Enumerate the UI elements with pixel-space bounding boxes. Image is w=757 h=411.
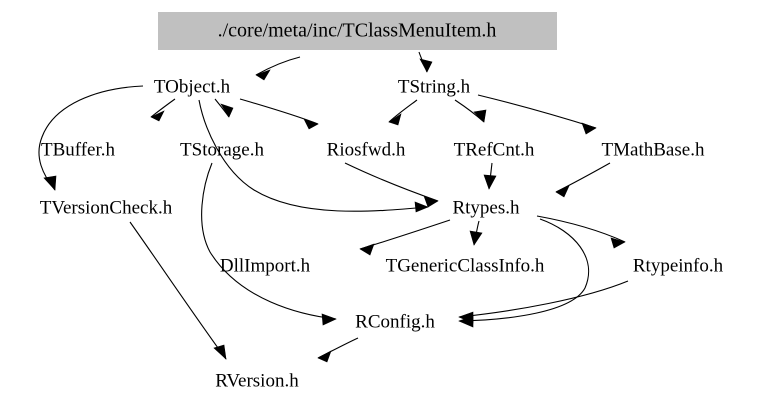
edge-rtypes-to-dllimport	[359, 219, 451, 256]
arrowhead-icon	[423, 195, 439, 208]
arrowhead-icon	[473, 109, 487, 123]
arrowhead-icon	[469, 230, 483, 246]
arrowhead-icon	[255, 69, 271, 81]
edge-tobject-to-rtypes	[198, 99, 429, 213]
edge-line	[255, 56, 301, 76]
node-label: Rtypes.h	[452, 197, 520, 218]
arrowhead-icon	[303, 118, 319, 130]
node-tclassmenuitem[interactable]: ./core/meta/inc/TClassMenuItem.h	[158, 12, 557, 50]
edge-tstring-to-trefcnt	[454, 99, 487, 123]
edge-trefcnt-to-rtypes	[483, 162, 497, 190]
nodes-layer: ./core/meta/inc/TClassMenuItem.hTObject.…	[40, 12, 724, 391]
node-label: Riosfwd.h	[327, 139, 406, 160]
arrowhead-icon	[581, 122, 597, 135]
edge-tstring-to-riosfwd	[388, 99, 418, 126]
edge-line	[150, 98, 176, 118]
edge-line	[536, 215, 626, 243]
node-riosfwd[interactable]: Riosfwd.h	[327, 139, 406, 160]
arrowhead-icon	[419, 58, 433, 73]
edge-tobject-to-tversioncheck	[38, 85, 144, 191]
arrowhead-icon	[483, 174, 497, 190]
node-label: TVersionCheck.h	[40, 197, 173, 218]
node-label: RVersion.h	[215, 370, 299, 391]
edge-line	[129, 221, 227, 360]
edge-line	[38, 85, 144, 191]
edge-rtypes-to-tgenericclassinfo	[469, 220, 483, 246]
node-tobject[interactable]: TObject.h	[154, 76, 231, 97]
edge-tstorage-to-rconfig	[201, 162, 337, 326]
arrowhead-icon	[359, 243, 375, 256]
node-background	[158, 12, 557, 50]
arrowhead-icon	[150, 110, 165, 122]
node-label: RConfig.h	[355, 311, 435, 332]
edge-tclassmenuitem-to-tobject	[255, 56, 301, 81]
node-tmathbase[interactable]: TMathBase.h	[602, 139, 705, 160]
edge-line	[458, 218, 590, 322]
node-rconfig[interactable]: RConfig.h	[355, 311, 435, 332]
edge-tobject-to-tbuffer	[150, 98, 176, 122]
edge-line	[201, 162, 337, 320]
edge-tversioncheck-to-rversion	[129, 221, 227, 360]
node-rtypeinfo[interactable]: Rtypeinfo.h	[633, 255, 724, 276]
edge-tclassmenuitem-to-tstring	[418, 51, 433, 73]
node-dllimport[interactable]: DllImport.h	[220, 255, 311, 276]
edge-line	[388, 99, 418, 123]
node-rversion[interactable]: RVersion.h	[215, 370, 299, 391]
node-tstorage[interactable]: TStorage.h	[180, 139, 264, 160]
edge-rtypeinfo-to-rconfig	[458, 280, 629, 324]
arrowhead-icon	[43, 175, 57, 191]
edge-tobject-to-riosfwd	[239, 98, 319, 130]
edge-tmathbase-to-rtypes	[555, 162, 611, 198]
edge-tobject-to-tstorage	[214, 98, 234, 118]
edge-line	[555, 162, 611, 193]
node-tversioncheck[interactable]: TVersionCheck.h	[40, 197, 173, 218]
edge-line	[198, 99, 429, 212]
node-label: TBuffer.h	[41, 139, 116, 160]
node-label: TStorage.h	[180, 139, 264, 160]
node-trefcnt[interactable]: TRefCnt.h	[454, 139, 535, 160]
arrowhead-icon	[213, 344, 227, 360]
edge-rtypes-to-rtypeinfo	[536, 215, 626, 249]
edge-rconfig-to-rversion	[317, 337, 359, 363]
arrowhead-icon	[388, 113, 402, 126]
edge-line	[458, 280, 629, 318]
arrowhead-icon	[414, 201, 429, 213]
node-label: TGenericClassInfo.h	[386, 255, 545, 276]
edge-tstring-to-tmathbase	[477, 94, 597, 135]
node-tbuffer[interactable]: TBuffer.h	[41, 139, 116, 160]
arrowhead-icon	[220, 103, 234, 118]
arrowhead-icon	[317, 350, 332, 363]
edge-riosfwd-to-rtypes	[344, 162, 439, 208]
node-label: Rtypeinfo.h	[633, 255, 724, 276]
arrowhead-icon	[321, 313, 337, 326]
node-tstring[interactable]: TString.h	[398, 76, 471, 97]
node-label: TRefCnt.h	[454, 139, 535, 160]
arrowhead-icon	[555, 185, 570, 198]
node-label: TObject.h	[154, 76, 231, 97]
node-label: TString.h	[398, 76, 471, 97]
edge-line	[344, 162, 439, 202]
arrowhead-icon	[610, 237, 626, 249]
node-label: ./core/meta/inc/TClassMenuItem.h	[218, 20, 497, 42]
arrowhead-icon	[458, 311, 474, 324]
node-label: DllImport.h	[220, 255, 311, 276]
edge-line	[477, 94, 597, 129]
node-tgenericclassinfo[interactable]: TGenericClassInfo.h	[386, 255, 545, 276]
node-label: TMathBase.h	[602, 139, 705, 160]
node-rtypes[interactable]: Rtypes.h	[452, 197, 520, 218]
edges-layer	[38, 51, 629, 363]
